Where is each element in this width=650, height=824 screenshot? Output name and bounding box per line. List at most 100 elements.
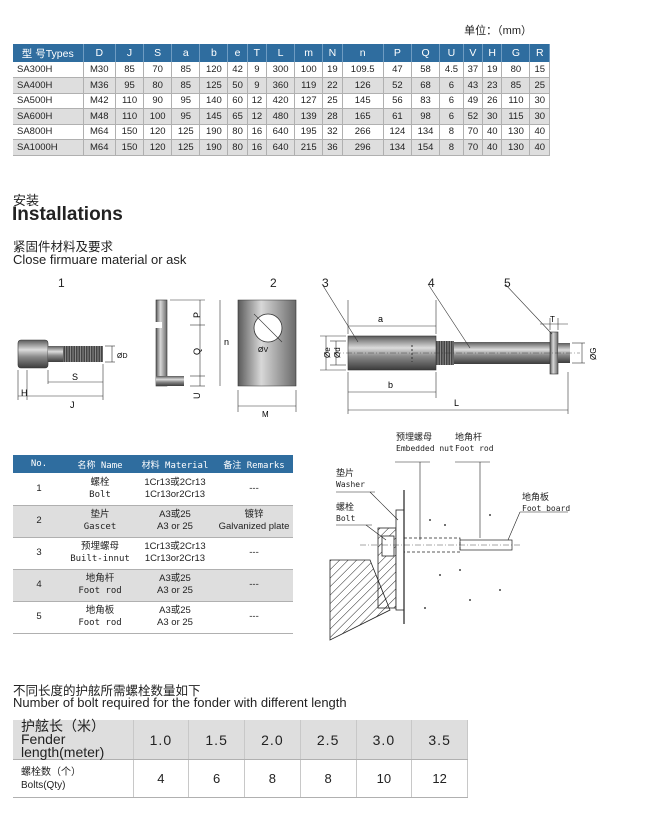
spec-cell: 9	[247, 62, 268, 78]
foot-board-label-cn: 地角板	[522, 492, 550, 502]
spec-cell: 42	[227, 62, 248, 78]
spec-cell: M64	[83, 139, 116, 156]
spec-header-8: L	[266, 44, 296, 62]
fender-length-cell: 1.5	[188, 720, 245, 760]
spec-header-12: P	[383, 44, 412, 62]
spec-cell: 190	[199, 139, 229, 156]
parts-rem1: ---	[249, 611, 259, 622]
spec-cell: 125	[171, 124, 201, 140]
spec-header-17: G	[501, 44, 531, 62]
embedded-nut-label-cn: 预埋螺母	[396, 432, 433, 442]
spec-header-3: S	[143, 44, 173, 62]
spec-cell: 4.5	[439, 62, 464, 78]
figure-number-2: 2	[270, 276, 277, 290]
spec-cell: 70	[463, 139, 484, 156]
spec-cell: SA500H	[13, 93, 84, 109]
dim-L: L	[454, 398, 459, 408]
spec-cell: 95	[171, 93, 201, 109]
parts-header-material: 材料 Material	[135, 455, 215, 473]
dim-J: J	[70, 400, 75, 410]
spec-cell: 420	[266, 93, 296, 109]
parts-mat2: 1Cr13or2Cr13	[144, 488, 206, 500]
parts-no: 1	[13, 473, 65, 506]
spec-cell: 83	[411, 93, 441, 109]
spec-cell: 85	[115, 62, 145, 78]
fender-length-cell: 2.5	[300, 720, 357, 760]
spec-cell: 40	[529, 139, 550, 156]
spec-cell: SA1000H	[13, 139, 84, 156]
spec-cell: 130	[501, 124, 531, 140]
spec-cell: 115	[501, 108, 531, 125]
parts-remarks: ---	[215, 537, 293, 570]
spec-cell: 300	[266, 62, 296, 78]
spec-cell: 120	[199, 62, 229, 78]
washer-label: 垫片 Washer	[336, 468, 365, 490]
spec-cell: 266	[342, 124, 384, 140]
parts-header-no: No.	[13, 455, 65, 473]
spec-header-11: n	[342, 44, 384, 62]
bolt-count-title-en: Number of bolt required for the fonder w…	[13, 695, 347, 710]
spec-cell: 110	[501, 93, 531, 109]
spec-header-4: a	[171, 44, 201, 62]
spec-cell: 139	[294, 108, 324, 125]
dim-n: n	[224, 337, 229, 347]
fender-length-label-cn: 护舷长（米）	[21, 718, 105, 734]
spec-cell: 28	[322, 108, 343, 125]
spec-cell: SA300H	[13, 62, 84, 78]
spec-cell: 110	[115, 108, 145, 125]
dim-U: U	[192, 393, 202, 400]
parts-rem1: ---	[249, 482, 259, 494]
dim-a: a	[378, 314, 383, 324]
spec-cell: 8	[439, 124, 464, 140]
spec-cell: SA800H	[13, 124, 84, 140]
bolt-label: 螺栓 Bolt	[336, 502, 355, 524]
spec-cell: 130	[501, 139, 531, 156]
bolt-count-title-cn: 不同长度的护舷所需螺栓数量如下	[13, 684, 201, 698]
spec-cell: 120	[143, 124, 173, 140]
parts-no: 2	[13, 505, 65, 538]
spec-cell: 30	[482, 108, 503, 125]
spec-cell: 61	[383, 108, 412, 125]
spec-cell: 52	[383, 77, 412, 94]
spec-cell: SA400H	[13, 77, 84, 94]
spec-cell: 165	[342, 108, 384, 125]
spec-cell: 125	[171, 139, 201, 156]
dim-T: T	[550, 315, 555, 324]
spec-cell: 40	[482, 124, 503, 140]
spec-cell: 19	[482, 62, 503, 78]
spec-cell: 640	[266, 139, 296, 156]
parts-no: 5	[13, 601, 65, 634]
spec-cell: M30	[83, 62, 116, 78]
spec-cell: 127	[294, 93, 324, 109]
dim-M: M	[262, 410, 269, 419]
spec-cell: 80	[227, 124, 248, 140]
spec-cell: 95	[171, 108, 201, 125]
spec-cell: 190	[199, 124, 229, 140]
parts-mat1: 1Cr13或2Cr13	[144, 541, 206, 552]
spec-cell: 90	[143, 93, 173, 109]
foot-rod-label: 地角杆 Foot rod	[455, 432, 494, 454]
spec-cell: 32	[322, 124, 343, 140]
spec-cell: 6	[439, 93, 464, 109]
dim-G: ØG	[589, 348, 598, 360]
spec-cell: 150	[115, 124, 145, 140]
spec-cell: 85	[501, 77, 531, 94]
spec-cell: 70	[463, 124, 484, 140]
spec-cell: M36	[83, 77, 116, 94]
spec-cell: 43	[463, 77, 484, 94]
dim-Q: Q	[192, 348, 202, 355]
bolt-label-cn: 螺栓	[336, 502, 355, 512]
parts-rem1: ---	[249, 547, 259, 558]
spec-cell: 9	[247, 77, 268, 94]
